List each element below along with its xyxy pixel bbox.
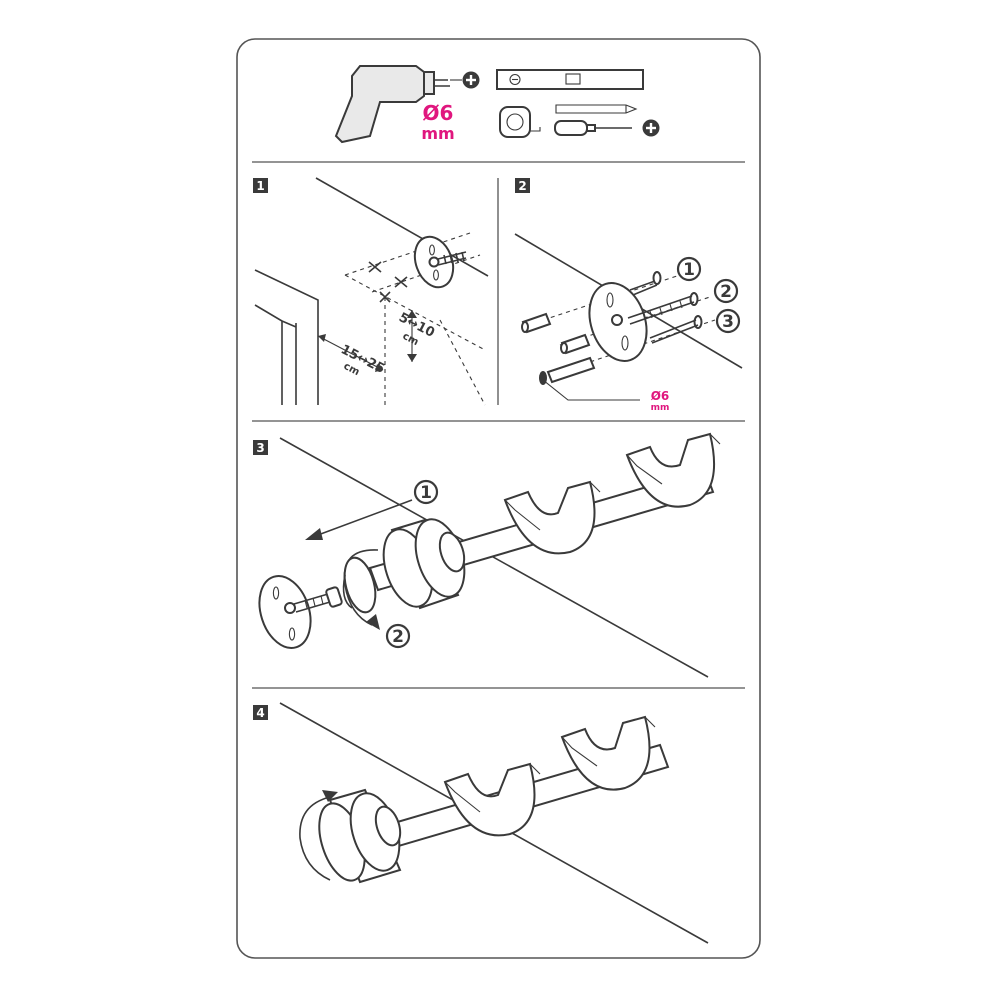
svg-text:1: 1	[420, 483, 432, 503]
screw	[649, 315, 703, 344]
callout-3: 3	[715, 308, 741, 334]
plus-icon	[462, 71, 480, 89]
wall-bracket	[258, 575, 343, 649]
threaded-stud	[627, 292, 699, 325]
svg-text:1: 1	[683, 260, 695, 280]
svg-text:2: 2	[518, 179, 526, 193]
step-badge: 1	[253, 178, 268, 193]
step-1-panel: 1 15↔25 cm	[253, 177, 489, 406]
spirit-level-icon	[496, 69, 644, 90]
pencil-icon	[555, 104, 638, 114]
rotate-arrow	[299, 790, 338, 881]
curtain-ring	[443, 762, 541, 837]
wall-anchor	[521, 312, 552, 334]
curtain-ring	[625, 432, 721, 508]
svg-text:2: 2	[392, 627, 404, 647]
wall-bracket	[413, 235, 467, 289]
curtain-ring	[503, 480, 601, 555]
tools-header: Ø6 mm	[334, 65, 660, 144]
svg-text:4: 4	[256, 706, 264, 720]
drill-diameter-label: Ø6	[423, 101, 454, 125]
callout-1: 1	[413, 479, 439, 505]
svg-text:3: 3	[722, 312, 734, 332]
screwdriver-icon	[554, 120, 632, 136]
svg-text:3: 3	[256, 441, 264, 455]
callout-2: 2	[713, 278, 739, 304]
svg-text:2: 2	[720, 282, 732, 302]
wall-anchor	[560, 333, 591, 355]
callout-2: 2	[385, 623, 411, 649]
plus-icon	[642, 119, 660, 137]
drill-icon	[334, 65, 462, 144]
hole-diameter-label: Ø6	[651, 389, 670, 403]
wall-bracket	[588, 282, 648, 362]
step-3-panel: 3 1	[253, 432, 721, 678]
drill-unit-label: mm	[421, 124, 454, 143]
step-4-panel: 4	[253, 702, 709, 944]
hole-unit-label: mm	[651, 403, 670, 413]
curtain-ring	[560, 715, 656, 791]
svg-text:1: 1	[256, 179, 264, 193]
rotate-arrow	[343, 549, 380, 630]
pull-arrow	[305, 499, 413, 540]
tape-measure-icon	[499, 106, 541, 138]
rod-holder-disc	[318, 788, 402, 884]
step-badge: 3	[253, 440, 268, 455]
rod-holder-disc	[382, 518, 466, 610]
step-badge: 2	[515, 178, 530, 193]
step-badge: 4	[253, 705, 268, 720]
step-2-panel: 2	[514, 178, 743, 413]
screw	[629, 271, 662, 296]
callout-1: 1	[676, 256, 702, 282]
